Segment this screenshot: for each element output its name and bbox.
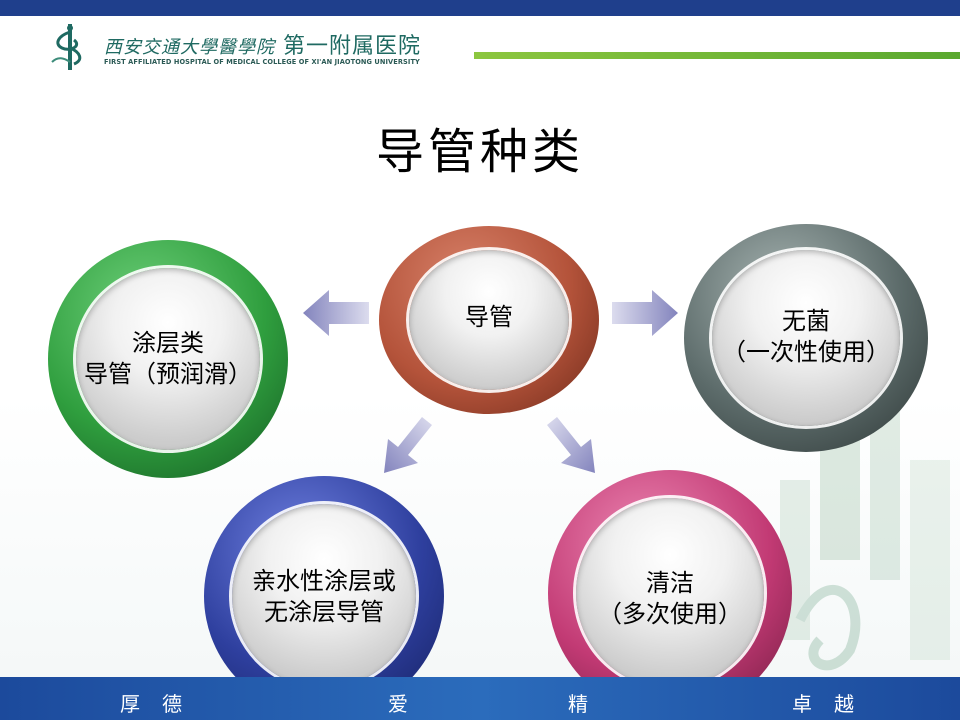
footer-bar <box>0 677 960 720</box>
bottom-right-label-line2: （多次使用） <box>598 600 742 628</box>
bottom-right-circle: 清洁 （多次使用） <box>548 470 792 716</box>
left-circle: 涂层类 导管（预润滑） <box>48 240 288 478</box>
arrow-down-left-icon <box>384 417 432 473</box>
bottom-left-circle: 亲水性涂层或 无涂层导管 <box>204 476 444 716</box>
motto-1: 厚德 <box>120 692 204 716</box>
right-label-line1: 无菌 <box>782 307 830 335</box>
center-circle: 导管 <box>379 226 599 414</box>
hospital-name: 第一附属医院 <box>283 34 422 59</box>
bottom-right-circle-inner <box>576 498 764 688</box>
top-bar <box>0 0 960 16</box>
motto-2: 爱 <box>388 692 430 716</box>
arrow-right-icon <box>612 290 678 336</box>
bottom-left-label-line1: 亲水性涂层或 <box>252 567 396 595</box>
right-circle: 无菌 （一次性使用） <box>684 224 928 452</box>
university-name-script: 西安交通大學醫學院 <box>104 37 275 58</box>
bottom-left-circle-inner <box>232 504 416 688</box>
bottom-right-label-line1: 清洁 <box>646 569 694 597</box>
motto-3: 精 <box>568 692 610 716</box>
center-circle-inner <box>409 250 569 390</box>
accent-line <box>474 52 960 59</box>
hospital-name-cn: 西安交通大學醫學院 第一附属医院 <box>104 28 421 60</box>
motto-4: 卓越 <box>792 692 876 716</box>
center-label: 导管 <box>465 303 513 331</box>
bottom-left-label-line2: 无涂层导管 <box>264 598 384 626</box>
page-title: 导管种类 <box>375 124 584 180</box>
arrow-down-right-icon <box>547 417 595 473</box>
right-label-line2: （一次性使用） <box>722 338 890 366</box>
right-circle-inner <box>712 250 900 426</box>
left-circle-inner <box>76 268 260 450</box>
left-label-line1: 涂层类 <box>132 329 204 357</box>
arrow-left-icon <box>303 290 369 336</box>
hospital-logo-icon <box>51 24 82 70</box>
left-label-line2: 导管（预润滑） <box>84 360 252 388</box>
hospital-name-en: FIRST AFFILIATED HOSPITAL OF MEDICAL COL… <box>104 58 420 66</box>
